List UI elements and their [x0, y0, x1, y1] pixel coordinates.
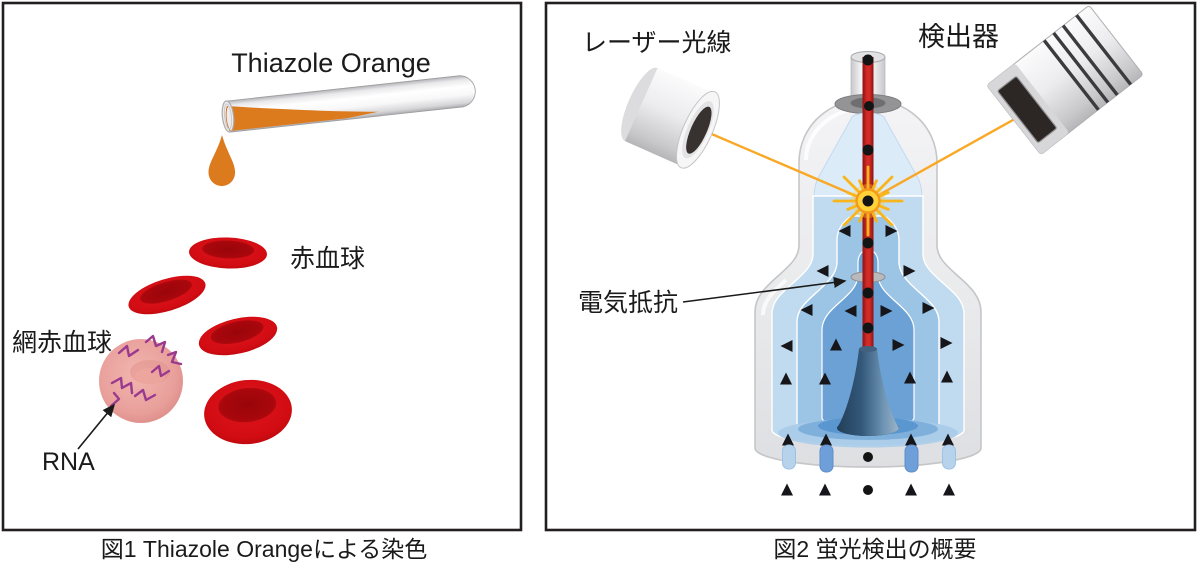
figure1-panel: Thiazole Orange: [1, 1, 523, 562]
rna-label: RNA: [42, 448, 95, 476]
flow-arrows: [780, 225, 955, 496]
reticulocyte-cell: [99, 334, 183, 423]
red-blood-cell-1: [189, 237, 267, 269]
reagent-title: Thiazole Orange: [231, 48, 431, 78]
figure1-caption: 図1 Thiazole Orangeによる染色: [101, 536, 428, 562]
rna-arrow: [77, 403, 116, 450]
red-blood-cell-3: [198, 316, 278, 356]
sheath-inlet-legs: [782, 444, 956, 473]
sample-cells: [862, 54, 874, 334]
resistance-arrow: [682, 276, 847, 303]
laser-beams: [699, 109, 1030, 203]
detector-window: [997, 76, 1057, 143]
rbc-label: 赤血球: [290, 245, 365, 273]
reagent-liquid: [226, 106, 379, 132]
rna-strands: [109, 334, 183, 408]
figure2-panel: レーザー光線 検出器 電気抵抗 図2 蛍光検出の概要: [544, 1, 1197, 562]
laser-source: [621, 67, 720, 169]
detector-label: 検出器: [918, 22, 999, 52]
test-tube: [221, 75, 476, 133]
red-blood-cell-2: [128, 275, 206, 315]
figure2-caption: 図2 蛍光検出の概要: [773, 536, 976, 562]
injector-cone: [837, 346, 899, 436]
reticulocyte-label: 網赤血球: [12, 329, 112, 357]
laser-label: レーザー光線: [582, 29, 732, 57]
red-blood-cell-4: [204, 379, 292, 445]
laser-lens: [686, 106, 712, 154]
fluorescence-flash: [832, 165, 904, 237]
resistance-label: 電気抵抗: [578, 289, 678, 317]
reagent-drop: [208, 135, 236, 187]
detector-box: [987, 6, 1143, 154]
